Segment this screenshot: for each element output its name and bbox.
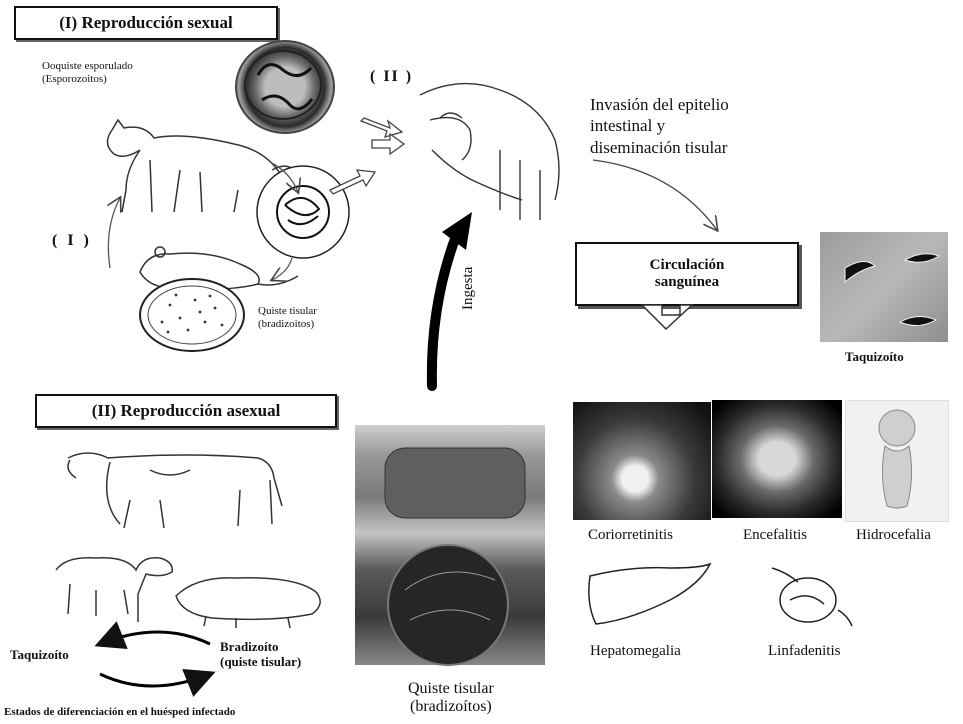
invasion-arrow (593, 160, 717, 230)
differentiation-arrows (100, 632, 210, 686)
pig-drawing (176, 578, 320, 628)
tachyzoite-shapes (845, 254, 939, 326)
cyst-micrograph-details (385, 448, 525, 665)
circulation-down-arrow (642, 305, 692, 329)
lymph-node-drawing (772, 568, 852, 626)
ingesta-arrow (432, 212, 472, 386)
tissue-cyst-drawing (140, 279, 244, 351)
hollow-arrows-to-head (330, 118, 404, 194)
mouse-drawing (140, 247, 298, 289)
sheep-drawing (56, 558, 172, 622)
oocyst-texture (245, 51, 321, 119)
liver-drawing (589, 564, 710, 624)
head-digestive-drawing (420, 84, 559, 220)
cow-drawing (68, 453, 282, 528)
hydrocephalus-figure (879, 410, 915, 508)
cycle-oocyst-drawing (257, 166, 349, 258)
